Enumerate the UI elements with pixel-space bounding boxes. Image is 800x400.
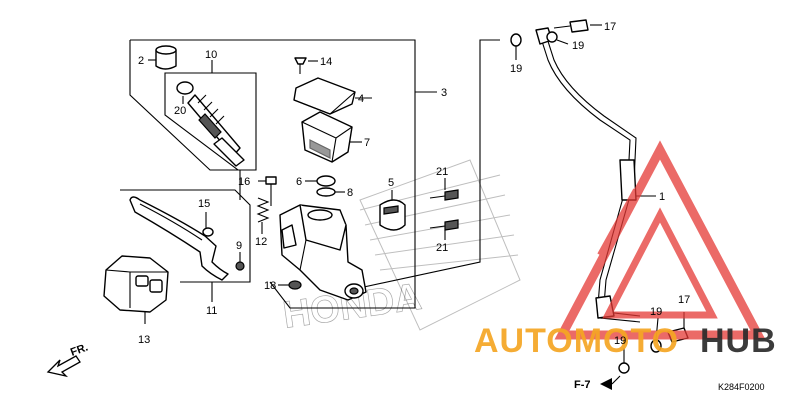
spring-part-12 — [256, 197, 270, 234]
front-direction-arrow: FR. — [46, 341, 90, 378]
mounting-bolt-part-21-upper — [429, 178, 459, 201]
callout-21-upper: 21 — [436, 166, 448, 178]
callout-17-upper: 17 — [604, 21, 616, 33]
callout-12: 12 — [255, 236, 267, 248]
holder-part-5 — [379, 190, 406, 231]
washer-part-19-upper-b — [546, 31, 569, 45]
callout-8: 8 — [347, 187, 353, 199]
washer-part-19-lower-b — [618, 348, 630, 374]
brake-lever-part-11 — [129, 196, 229, 281]
callout-3: 3 — [441, 87, 447, 99]
callout-19-b: 19 — [572, 40, 584, 52]
bracket-3-hose-leader — [349, 39, 500, 291]
boot-cap-part-2 — [148, 45, 177, 70]
automotohub-logo — [554, 140, 766, 340]
reference-f7-label: F-7 — [574, 379, 591, 391]
watermark-text-secondary: HUB — [700, 322, 777, 360]
drawing-code: K284F0200 — [718, 382, 765, 392]
callout-18: 18 — [264, 280, 276, 292]
callout-13: 13 — [138, 334, 150, 346]
plate-part-6 — [305, 175, 336, 187]
bolt-part-18 — [278, 280, 302, 290]
callout-2: 2 — [138, 55, 144, 67]
lever-bracket-11 — [120, 189, 251, 283]
mounting-bolt-part-21-lower — [429, 219, 459, 240]
watermark-text-primary: AUTOMOTO — [474, 322, 679, 360]
callout-17-lower: 17 — [678, 294, 690, 306]
callout-19-c: 19 — [650, 306, 662, 318]
pivot-part-15 — [202, 212, 214, 237]
callout-1: 1 — [659, 191, 665, 203]
callout-7: 7 — [364, 137, 370, 149]
washer-part-19-lower-a — [650, 317, 662, 353]
callout-16: 16 — [238, 176, 250, 188]
callout-19-a: 19 — [510, 63, 522, 75]
callout-10: 10 — [205, 49, 217, 61]
reference-f7: F-7 — [574, 375, 621, 391]
callout-6: 6 — [296, 176, 302, 188]
callout-20: 20 — [174, 105, 186, 117]
reservoir-cap-part-4 — [293, 77, 372, 115]
circlip-part-20 — [176, 81, 194, 104]
screw-part-14 — [294, 57, 318, 74]
nut-part-9 — [235, 252, 245, 271]
callout-11: 11 — [206, 305, 217, 317]
plate-part-8 — [316, 187, 345, 197]
callout-5: 5 — [388, 177, 394, 189]
callout-14: 14 — [320, 56, 332, 68]
callout-9: 9 — [236, 240, 242, 252]
pivot-bolt-part-16 — [258, 176, 277, 206]
callout-15: 15 — [198, 198, 210, 210]
callout-19-d: 19 — [614, 335, 626, 347]
banjo-bolt-part-17-upper — [553, 19, 602, 33]
callout-4: 4 — [358, 93, 364, 105]
diaphragm-part-7 — [301, 111, 362, 163]
washer-part-19-upper-a — [510, 33, 522, 60]
piston-set-bracket-10 — [164, 72, 257, 171]
piston-set-part-10 — [187, 94, 245, 167]
switch-housing-part-13 — [103, 255, 169, 324]
callout-21-lower: 21 — [436, 242, 448, 254]
assembly-bracket-3 — [129, 39, 416, 309]
front-arrow-label: FR. — [69, 341, 90, 358]
master-cylinder-body — [279, 204, 367, 301]
